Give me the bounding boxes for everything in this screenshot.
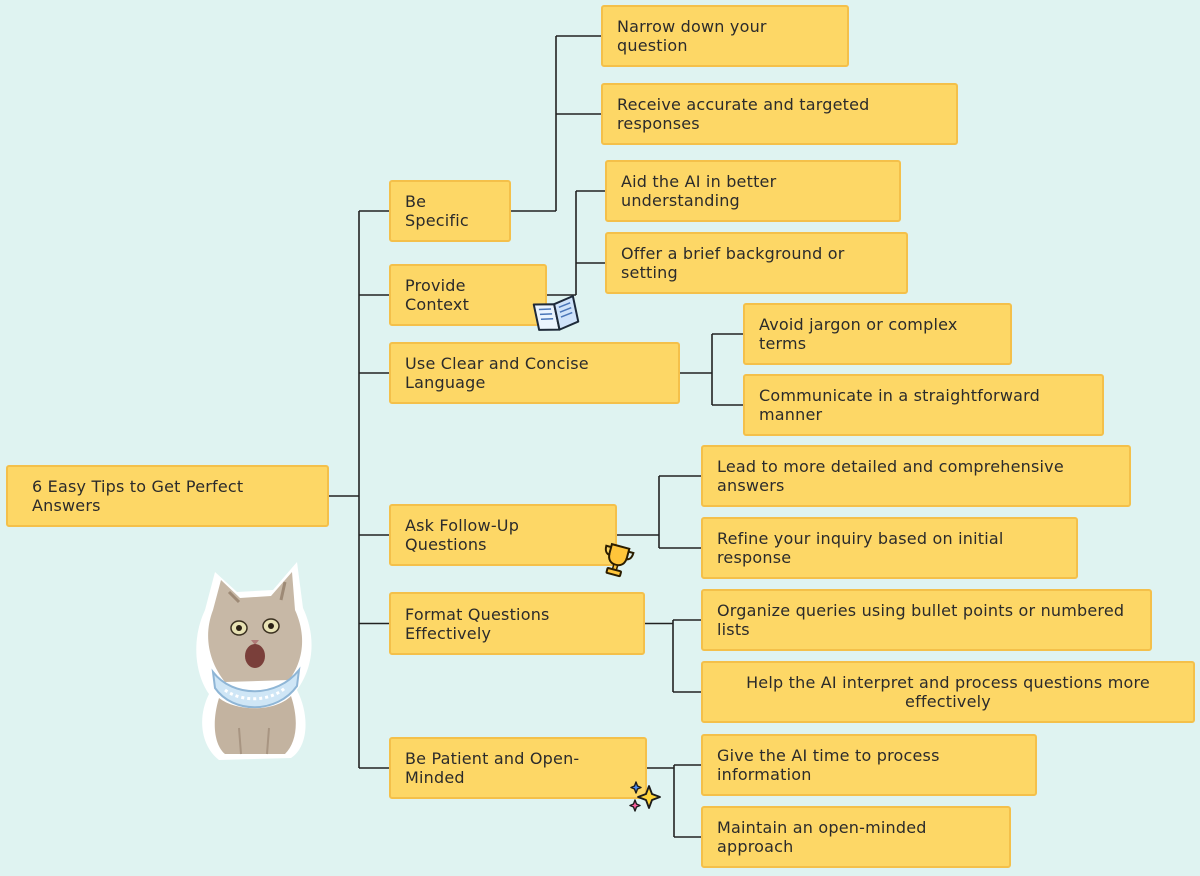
leaf-node[interactable]: Communicate in a straightforward manner (743, 374, 1104, 436)
root-node[interactable]: 6 Easy Tips to Get Perfect Answers (6, 465, 329, 527)
leaf-node[interactable]: Maintain an open-minded approach (701, 806, 1011, 868)
branch-node-follow-up[interactable]: Ask Follow-Up Questions (389, 504, 617, 566)
leaf-node[interactable]: Avoid jargon or complex terms (743, 303, 1012, 365)
leaf-node[interactable]: Offer a brief background or setting (605, 232, 908, 294)
trophy-icon (604, 542, 635, 578)
leaf-node[interactable]: Organize queries using bullet points or … (701, 589, 1152, 651)
cat-sticker (196, 562, 312, 760)
leaf-node[interactable]: Refine your inquiry based on initial res… (701, 517, 1078, 579)
book-icon (532, 295, 580, 331)
sparkle-icon (629, 781, 661, 812)
leaf-node[interactable]: Lead to more detailed and comprehensive … (701, 445, 1131, 507)
leaf-node[interactable]: Narrow down your question (601, 5, 849, 67)
branch-node-clear-language[interactable]: Use Clear and Concise Language (389, 342, 680, 404)
branch-node-be-specific[interactable]: Be Specific (389, 180, 511, 242)
leaf-node[interactable]: Help the AI interpret and process questi… (701, 661, 1195, 723)
leaf-node[interactable]: Give the AI time to process information (701, 734, 1037, 796)
leaf-node[interactable]: Aid the AI in better understanding (605, 160, 901, 222)
branch-node-patient[interactable]: Be Patient and Open-Minded (389, 737, 647, 799)
branch-node-provide-context[interactable]: Provide Context (389, 264, 547, 326)
branch-node-format-questions[interactable]: Format Questions Effectively (389, 592, 645, 655)
leaf-node[interactable]: Receive accurate and targeted responses (601, 83, 958, 145)
